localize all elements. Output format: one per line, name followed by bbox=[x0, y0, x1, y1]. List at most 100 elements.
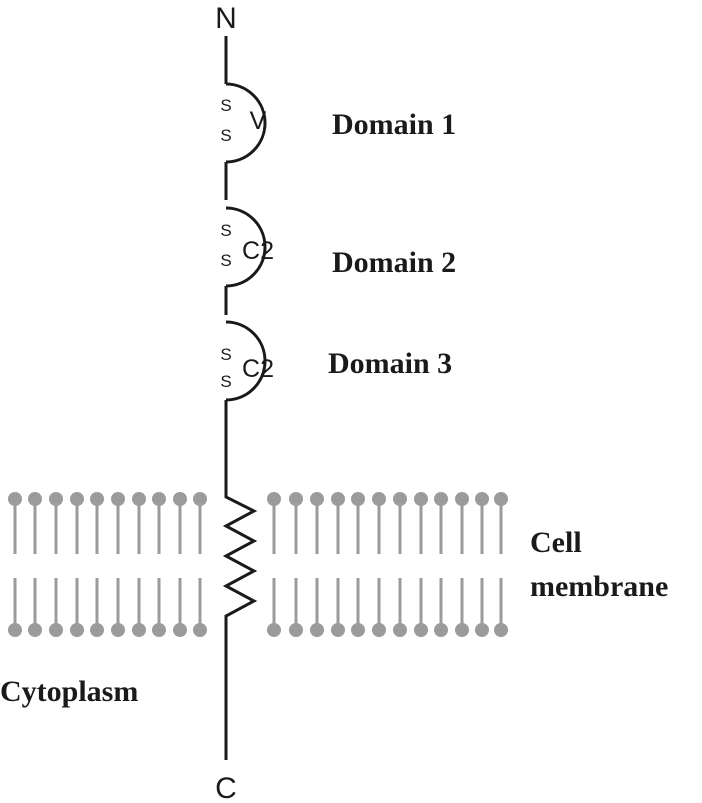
domain-2-type: C2 bbox=[242, 237, 274, 265]
phospholipid-outer bbox=[173, 492, 187, 554]
lipid-head bbox=[49, 492, 63, 506]
phospholipid-inner bbox=[289, 578, 303, 637]
lipid-head bbox=[455, 623, 469, 637]
lipid-head bbox=[393, 492, 407, 506]
phospholipid-outer bbox=[475, 492, 489, 554]
lipid-head bbox=[310, 623, 324, 637]
domain-2-disulfide-top: S bbox=[220, 221, 231, 240]
phospholipid-outer bbox=[414, 492, 428, 554]
phospholipid-outer bbox=[372, 492, 386, 554]
lipid-head bbox=[331, 492, 345, 506]
lipid-head bbox=[152, 623, 166, 637]
lipid-head bbox=[132, 623, 146, 637]
phospholipid-outer bbox=[28, 492, 42, 554]
domain-3-label: Domain 3 bbox=[328, 347, 452, 380]
phospholipid-inner bbox=[90, 578, 104, 637]
lipid-head bbox=[28, 623, 42, 637]
phospholipid-outer bbox=[267, 492, 281, 554]
phospholipid-inner bbox=[455, 578, 469, 637]
phospholipid-outer bbox=[70, 492, 84, 554]
lipid-head bbox=[475, 492, 489, 506]
lipid-head bbox=[49, 623, 63, 637]
phospholipid-inner bbox=[28, 578, 42, 637]
phospholipid-outer bbox=[494, 492, 508, 554]
phospholipid-inner bbox=[310, 578, 324, 637]
lipid-head bbox=[28, 492, 42, 506]
lipid-head bbox=[289, 623, 303, 637]
lipid-head bbox=[455, 492, 469, 506]
lipid-head bbox=[372, 623, 386, 637]
lipid-head bbox=[434, 492, 448, 506]
phospholipid-inner bbox=[351, 578, 365, 637]
lipid-head bbox=[267, 492, 281, 506]
domain-1-type: V bbox=[250, 107, 267, 135]
phospholipid-inner bbox=[372, 578, 386, 637]
membrane-label-line1: Cell bbox=[530, 526, 582, 559]
lipid-head bbox=[8, 492, 22, 506]
lipid-head bbox=[475, 623, 489, 637]
lipid-head bbox=[173, 492, 187, 506]
phospholipid-inner bbox=[331, 578, 345, 637]
lipid-head bbox=[289, 492, 303, 506]
lipid-head bbox=[193, 492, 207, 506]
domain-1-loop bbox=[225, 82, 267, 164]
phospholipid-inner bbox=[49, 578, 63, 637]
phospholipid-outer bbox=[310, 492, 324, 554]
phospholipid-outer bbox=[434, 492, 448, 554]
domain-1-disulfide-top: S bbox=[220, 96, 231, 115]
n-terminus-label: N bbox=[215, 2, 237, 35]
domain-2-label: Domain 2 bbox=[332, 246, 456, 279]
phospholipid-inner bbox=[494, 578, 508, 637]
lipid-head bbox=[132, 492, 146, 506]
domain-1: S S V Domain 1 bbox=[220, 82, 456, 164]
lipid-head bbox=[193, 623, 207, 637]
phospholipid-outer bbox=[49, 492, 63, 554]
lipid-head bbox=[70, 623, 84, 637]
lipid-head bbox=[393, 623, 407, 637]
domain-3-loop bbox=[225, 320, 267, 402]
phospholipid-inner bbox=[414, 578, 428, 637]
domain-1-label: Domain 1 bbox=[332, 108, 456, 141]
phospholipid-inner bbox=[267, 578, 281, 637]
lipid-head bbox=[70, 492, 84, 506]
lipid-head bbox=[414, 492, 428, 506]
c-terminus-label: C bbox=[215, 772, 237, 803]
phospholipid-outer bbox=[111, 492, 125, 554]
domain-3-disulfide-top: S bbox=[220, 345, 231, 364]
lipid-head bbox=[8, 623, 22, 637]
lipid-head bbox=[351, 623, 365, 637]
domain-2-loop bbox=[225, 206, 267, 288]
lipid-head bbox=[267, 623, 281, 637]
phospholipid-outer bbox=[331, 492, 345, 554]
polypeptide-chain bbox=[222, 36, 258, 760]
phospholipid-outer bbox=[132, 492, 146, 554]
domain-2: S S C2 Domain 2 bbox=[220, 206, 456, 288]
phospholipid-inner bbox=[111, 578, 125, 637]
phospholipid-outer bbox=[193, 492, 207, 554]
lipid-head bbox=[351, 492, 365, 506]
lipid-head bbox=[414, 623, 428, 637]
phospholipid-inner bbox=[152, 578, 166, 637]
lipid-head bbox=[152, 492, 166, 506]
domain-3-disulfide-bottom: S bbox=[220, 372, 231, 391]
phospholipid-outer bbox=[90, 492, 104, 554]
phospholipid-inner bbox=[132, 578, 146, 637]
lipid-bilayer bbox=[8, 492, 508, 637]
membrane-label-line2: membrane bbox=[530, 570, 668, 603]
cytoplasm-label: Cytoplasm bbox=[0, 675, 138, 708]
lipid-head bbox=[494, 623, 508, 637]
phospholipid-outer bbox=[351, 492, 365, 554]
domain-1-disulfide-bottom: S bbox=[220, 126, 231, 145]
phospholipid-outer bbox=[393, 492, 407, 554]
lipid-head bbox=[310, 492, 324, 506]
phospholipid-outer bbox=[152, 492, 166, 554]
lipid-head bbox=[111, 492, 125, 506]
phospholipid-inner bbox=[173, 578, 187, 637]
phospholipid-outer bbox=[289, 492, 303, 554]
lipid-head bbox=[111, 623, 125, 637]
lipid-head bbox=[331, 623, 345, 637]
domain-3: S S C2 Domain 3 bbox=[220, 320, 452, 402]
domain-2-disulfide-bottom: S bbox=[220, 251, 231, 270]
